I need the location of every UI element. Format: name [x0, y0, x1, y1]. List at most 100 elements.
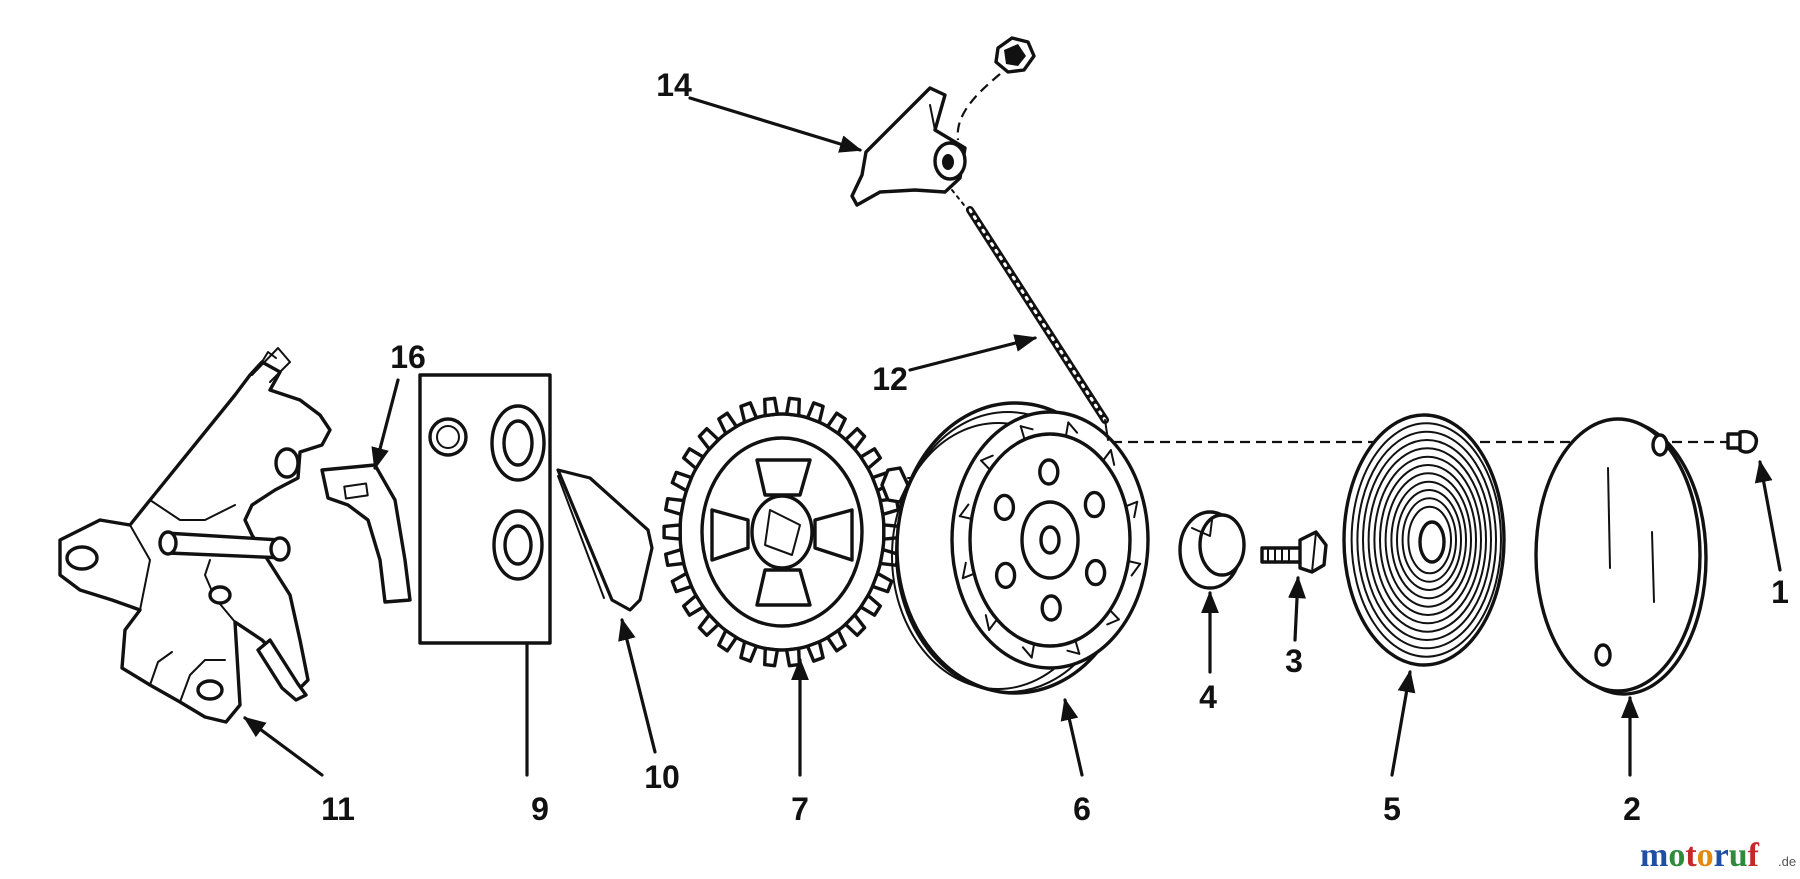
part-3-screw — [1260, 530, 1328, 574]
spring-coil — [1379, 464, 1477, 616]
gear-tooth — [805, 640, 825, 663]
pulley-notch — [958, 515, 973, 520]
gear-tooth — [697, 427, 721, 451]
callout-12: 12 — [872, 361, 908, 397]
pulley-notch — [961, 572, 976, 580]
arrow-14 — [688, 96, 863, 153]
part-7-gear — [662, 396, 902, 668]
watermark-word: motoruf — [1640, 837, 1760, 874]
part-4-cam — [1178, 510, 1246, 590]
spring-coil — [1350, 422, 1503, 658]
gear-tooth — [697, 613, 721, 637]
pulley-notch — [980, 459, 991, 471]
gear-tooth — [763, 646, 780, 668]
part-2-cover — [1534, 417, 1708, 696]
pulley-notch — [1019, 425, 1026, 441]
callout-16: 16 — [390, 339, 426, 375]
watermark-letter: t — [1685, 837, 1697, 874]
pulley-notch — [1124, 500, 1139, 508]
gear-tooth — [664, 547, 686, 567]
pulley-notch — [1102, 449, 1112, 462]
pulley-notch-edge — [980, 454, 994, 462]
watermark-suffix: .de — [1778, 854, 1796, 869]
pulley-notch — [1127, 560, 1142, 565]
spring-coil — [1407, 505, 1452, 575]
pulley-notch — [988, 618, 998, 631]
part-1-screw — [1726, 429, 1759, 454]
gear-tooth — [843, 427, 867, 451]
gear-tooth — [717, 411, 739, 436]
arrow-11 — [243, 716, 324, 777]
pulley-notch-edge — [1133, 500, 1139, 519]
callout-2: 2 — [1623, 791, 1641, 827]
spring-coil — [1373, 455, 1482, 625]
watermark-letter: r — [1714, 837, 1729, 874]
pulley-notch-edge — [958, 503, 970, 518]
gear-tooth — [825, 628, 847, 653]
callout-11: 11 — [321, 791, 355, 827]
spring-coil — [1390, 480, 1467, 600]
gear-tooth — [870, 571, 894, 594]
callout-6: 6 — [1073, 791, 1091, 827]
gear-tooth — [682, 593, 705, 617]
spring-coil — [1362, 439, 1492, 641]
watermark-letter: o — [1668, 837, 1685, 874]
part-6-pulley — [880, 401, 1150, 695]
pulley-notch-edge — [1021, 646, 1033, 659]
pulley-notch-edge — [1109, 449, 1116, 466]
gear-tooth — [662, 523, 682, 541]
gear-tooth — [717, 628, 739, 653]
pulley-notch-edge — [1019, 425, 1034, 431]
pulley-notch-edge — [1067, 421, 1079, 434]
gear-tooth — [763, 396, 780, 418]
gear-tooth — [843, 613, 867, 637]
arrow-16 — [371, 378, 400, 471]
watermark-letter: m — [1640, 837, 1668, 874]
spring-coil — [1401, 497, 1458, 583]
pulley-pad — [1083, 490, 1106, 519]
gear-tooth — [859, 593, 882, 617]
part-12-rope — [951, 189, 1109, 441]
watermark-letter: u — [1729, 837, 1748, 874]
callout-4: 4 — [1199, 679, 1217, 715]
spring-coil — [1356, 430, 1497, 650]
pulley-notch — [1074, 639, 1081, 655]
arrow-1 — [1754, 459, 1782, 572]
callout-labels: 1 2 3 4 5 6 7 9 10 11 12 14 16 — [321, 67, 1789, 827]
callout-1: 1 — [1771, 574, 1789, 610]
callout-7: 7 — [791, 791, 809, 827]
pulley-notch-edge — [984, 614, 991, 631]
arrow-10 — [618, 617, 657, 754]
pulley-pad — [994, 561, 1017, 590]
arrow-5 — [1390, 669, 1416, 777]
pulley-pad — [1038, 458, 1060, 486]
part-11-bracket — [58, 347, 332, 724]
gear-tooth — [805, 401, 825, 424]
gear-tooth — [682, 447, 705, 471]
watermark-motoruf: motoruf .de — [1640, 837, 1796, 874]
pulley-pad — [1084, 558, 1107, 587]
pulley-notch — [1030, 642, 1036, 659]
pulley-notch-edge — [1130, 562, 1142, 577]
callout-10: 10 — [644, 759, 680, 795]
gear-tooth — [784, 646, 801, 668]
part-5-recoil-spring — [1342, 413, 1506, 667]
pulley-notch-edge — [1106, 618, 1120, 626]
pulley-notch — [1064, 421, 1070, 438]
gear-tooth — [739, 640, 759, 663]
callout-14: 14 — [656, 67, 692, 103]
handle-screw — [956, 36, 1036, 141]
pulley-pad — [993, 493, 1016, 522]
gear-tooth — [784, 396, 801, 418]
spring-coil — [1367, 447, 1488, 633]
gear-tooth — [664, 497, 686, 517]
pulley-notch — [1109, 609, 1120, 621]
arrow-6 — [1060, 697, 1084, 777]
gear-tooth — [859, 447, 882, 471]
part-14-handle — [850, 86, 967, 207]
callout-9: 9 — [531, 791, 549, 827]
arrow-12 — [908, 334, 1038, 372]
pulley-pad — [1040, 594, 1062, 622]
watermark-letter: f — [1748, 837, 1760, 874]
